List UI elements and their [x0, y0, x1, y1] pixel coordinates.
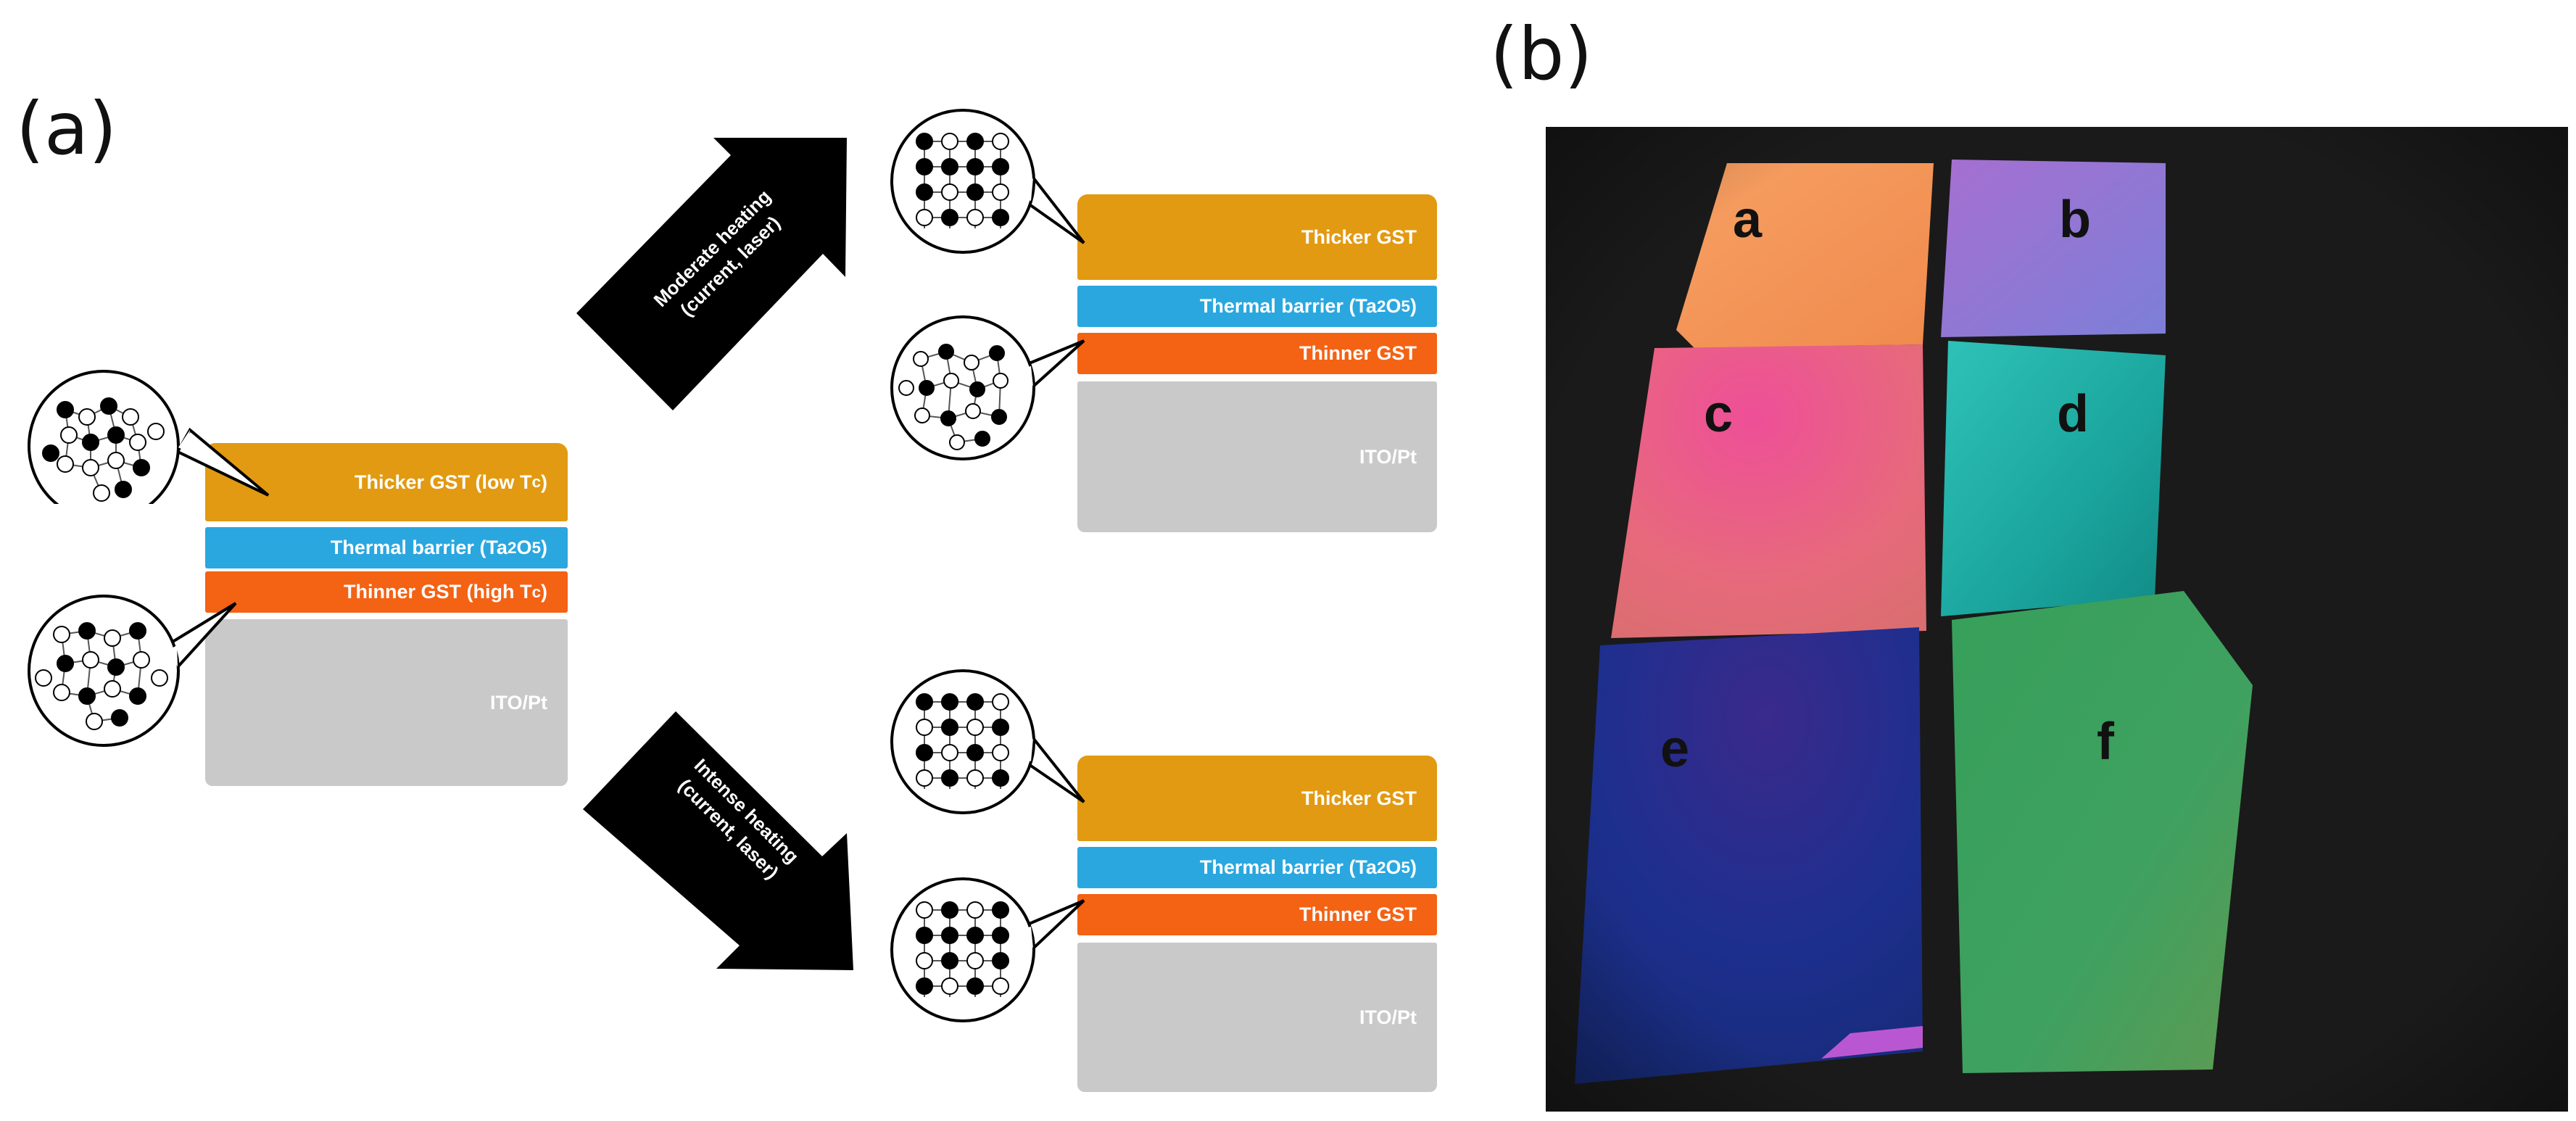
amorphous-structure-bubble — [22, 366, 305, 522]
moderate-heating-arrow: Moderate heating (current, laser) — [566, 132, 870, 413]
thinner-gst-layer: Thinner GST — [1077, 333, 1437, 374]
panel-label-b: (b) — [1490, 12, 1593, 96]
arrow-down-right-icon — [583, 711, 853, 970]
arrow-up-right-icon — [576, 132, 847, 410]
thicker-gst-layer: Thicker GST — [1077, 756, 1437, 841]
thicker-gst-layer: Thicker GST — [1077, 194, 1437, 280]
sample-label-a: a — [1733, 191, 1763, 249]
crystalline-structure-bubble — [885, 105, 1102, 276]
ito-pt-substrate: ITO/Pt — [1077, 943, 1437, 1092]
crystalline-structure-bubble — [885, 666, 1102, 836]
panel-label-a: (a) — [16, 86, 117, 171]
sample-label-c: c — [1704, 385, 1734, 443]
sample-label-d: d — [2057, 385, 2089, 443]
thinner-gst-layer: Thinner GST — [1077, 894, 1437, 935]
amorphous-structure-bubble — [885, 308, 1102, 479]
ito-pt-substrate: ITO/Pt — [205, 619, 568, 786]
sample-label-b: b — [2059, 191, 2091, 249]
sample-label-e: e — [1660, 720, 1690, 778]
ito-pt-substrate: ITO/Pt — [1077, 381, 1437, 532]
crystalline-structure-bubble — [885, 870, 1102, 1041]
intense-heating-arrow: Intense heating (current, laser) — [574, 686, 879, 976]
sample-photograph: a b c d e f — [1546, 127, 2568, 1112]
sample-label-f: f — [2097, 713, 2114, 771]
amorphous-structure-bubble — [22, 587, 305, 758]
